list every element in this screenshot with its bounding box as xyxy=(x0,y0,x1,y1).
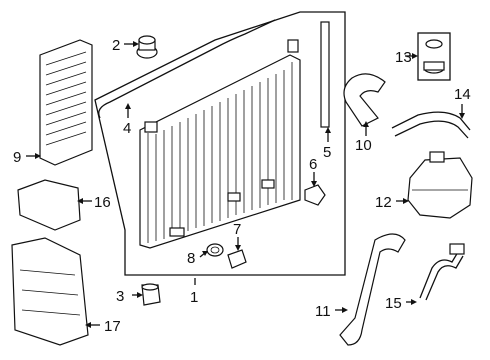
callout-17: 17 xyxy=(104,318,121,335)
callout-11: 11 xyxy=(315,303,331,320)
o-ring xyxy=(206,243,224,257)
callout-3: 3 xyxy=(116,288,124,305)
drain-plug xyxy=(141,283,161,306)
overflow-hose xyxy=(391,111,471,139)
coolant-pipe xyxy=(419,243,465,301)
callout-2: 2 xyxy=(112,37,120,54)
callout-6: 6 xyxy=(309,156,317,173)
callout-13: 13 xyxy=(395,49,412,66)
callout-4: 4 xyxy=(123,120,131,137)
callout-10: 10 xyxy=(355,137,372,154)
seal-strip xyxy=(98,19,276,119)
cap-kit xyxy=(417,32,451,81)
sensor-6 xyxy=(304,184,326,206)
upper-hose xyxy=(343,73,386,127)
callout-15: 15 xyxy=(385,295,402,312)
callout-16: 16 xyxy=(94,194,111,211)
bracket-17 xyxy=(11,237,89,346)
callout-14: 14 xyxy=(454,86,471,103)
lower-hose xyxy=(339,233,406,346)
leader-lines xyxy=(26,41,465,328)
bracket-16 xyxy=(17,179,81,231)
callout-7: 7 xyxy=(233,221,241,238)
callout-12: 12 xyxy=(375,194,392,211)
vertical-seal xyxy=(320,21,330,128)
sensor-7 xyxy=(227,249,247,269)
callout-8: 8 xyxy=(187,250,195,267)
coolant-reservoir xyxy=(407,151,473,219)
callout-1: 1 xyxy=(190,289,198,306)
radiator-assembly-outline xyxy=(94,11,346,276)
callout-9: 9 xyxy=(13,149,21,166)
fan-shroud xyxy=(39,39,93,166)
radiator-cap xyxy=(136,35,158,59)
callout-5: 5 xyxy=(323,144,331,161)
radiator-core xyxy=(139,39,301,249)
